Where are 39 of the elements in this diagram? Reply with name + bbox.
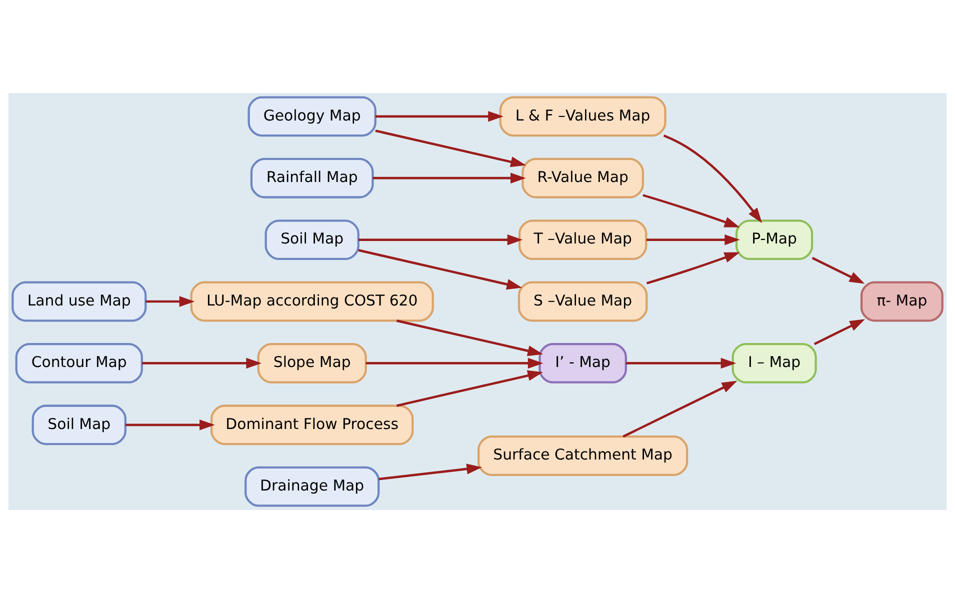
arrow [663,134,762,223]
arrow [812,256,865,284]
arrow [142,357,262,368]
node-box: L & F –Values Map [499,96,666,136]
node-box: Slope Map [257,342,367,383]
node-box: I – Map [732,342,817,383]
arrow [622,380,738,438]
node-box: Contour Map [15,342,143,383]
node-box: LU-Map according COST 620 [190,280,434,322]
node-box: Soil Map [264,219,360,260]
node-box: S –Value Map [518,280,648,322]
node-box: Surface Catchment Map [478,435,688,476]
node-box: π- Map [860,280,944,322]
arrow [396,370,544,406]
arrow [358,248,522,290]
node-box: R-Value Map [522,157,644,198]
node-box: Soil Map [32,404,126,445]
node-box: Land use Map [12,280,147,322]
arrow [375,110,504,122]
arrow [375,129,526,167]
node-box: T –Value Map [518,219,648,260]
arrow [396,319,544,356]
node-box: Dominant Flow Process [210,404,414,445]
arrow [626,357,736,368]
arrow [372,172,526,183]
arrow [146,296,195,306]
arrow [642,194,740,227]
node-box: Rainfall Map [250,157,374,198]
arrow [378,463,482,480]
node-box: P-Map [735,219,814,260]
arrow [814,318,866,345]
node-box: I’ - Map [538,342,627,383]
arrow [358,234,523,245]
arrow [126,419,215,430]
arrow [646,234,740,245]
node-box: Drainage Map [244,466,380,506]
node-box: Geology Map [248,96,376,136]
arrow [366,357,544,368]
arrow [646,252,740,284]
